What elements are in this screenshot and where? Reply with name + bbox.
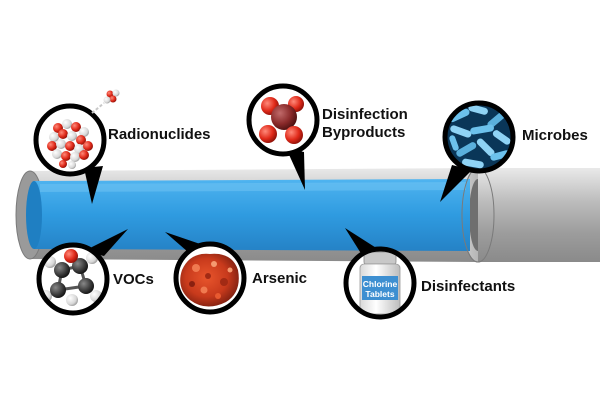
arsenic-bubble-border (173, 241, 247, 315)
chlorine-bottle-icon: Chlorine Tablets (359, 251, 401, 315)
arsenic-label: Arsenic (252, 270, 308, 287)
radionuclides-label: Radionuclides (108, 126, 211, 143)
radionuclides-bubble-border (33, 103, 107, 177)
disinfectants-bubble-border (343, 246, 417, 320)
byproduct-molecule-icon (259, 96, 304, 144)
disinfection-pointer (286, 148, 305, 190)
arsenic-bubble (173, 241, 247, 315)
microbes-bubble-border (442, 100, 516, 174)
microbes-pointer (440, 165, 472, 202)
water (34, 179, 470, 251)
radionuclides-bubble (33, 89, 120, 177)
radionuclides-pointer (84, 166, 103, 204)
pipe (15, 167, 600, 263)
bacteria-icon (448, 104, 511, 169)
water-highlight (40, 182, 466, 192)
arsenic-mineral-icon (180, 253, 239, 307)
microbes-bubble (442, 100, 516, 174)
microbes-label: Microbes (522, 127, 588, 144)
emitted-particle-icon (91, 89, 120, 114)
disinfection-byproducts-label-line2: Byproducts (322, 124, 406, 141)
water-left-end (26, 181, 42, 249)
vocs-bubble (36, 242, 110, 316)
disinfection-byproducts-bubble (246, 83, 320, 157)
bottle-label-line1: Chlorine (363, 279, 398, 289)
radionuclide-nucleus-icon (47, 119, 93, 169)
bottle-label-line2: Tablets (365, 289, 394, 299)
disinfectants-bubble: Chlorine Tablets (343, 246, 417, 320)
pipe-extension (478, 168, 600, 262)
vocs-pointer (84, 229, 128, 256)
bubble-pointers (84, 148, 472, 256)
vocs-label: VOCs (113, 271, 154, 288)
vocs-bubble-border (36, 242, 110, 316)
disinfection-bubble-border (246, 83, 320, 157)
disinfectants-label: Disinfectants (421, 278, 516, 295)
disinfection-byproducts-label-line1: Disinfection (322, 106, 408, 123)
